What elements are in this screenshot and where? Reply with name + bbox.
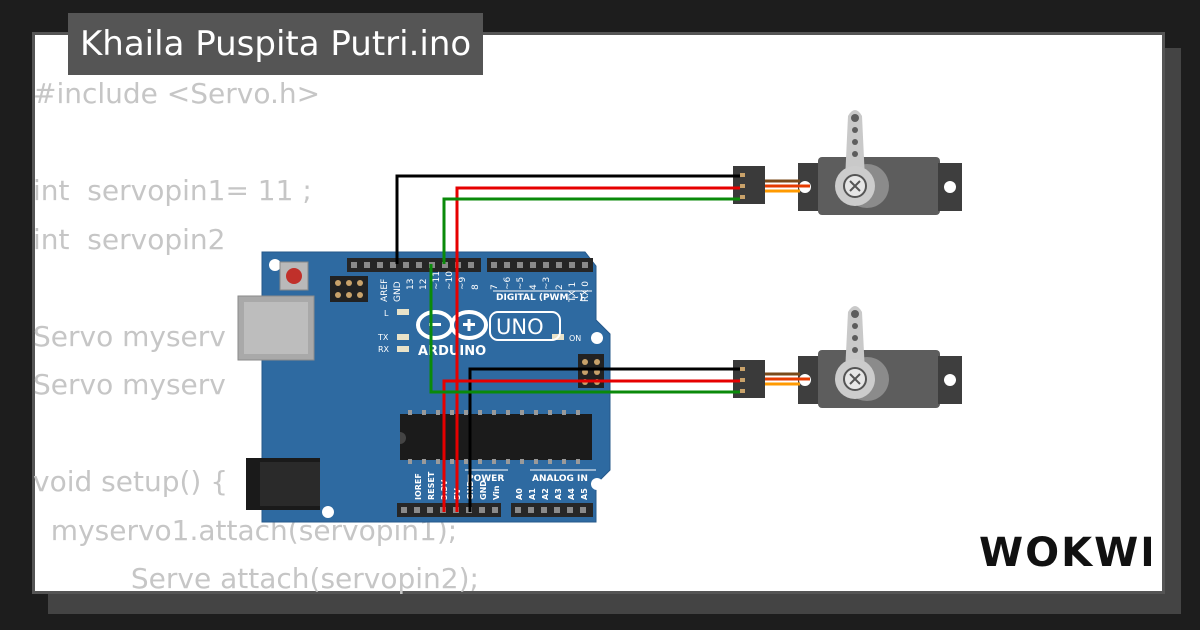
pin-label: ~11	[432, 271, 442, 290]
pin-label: 8	[471, 284, 481, 290]
analog-pin-labels: A0 A1 A2 A3 A4 A5	[515, 488, 589, 500]
pin-label: GND	[393, 281, 403, 302]
wire-gnd-servo1[interactable]	[395, 174, 740, 264]
wire-gnd-servo2[interactable]	[468, 367, 740, 512]
analog-header	[511, 503, 593, 517]
servo-motor-1[interactable]	[798, 110, 962, 215]
code-line: Serve attach(servopin2);	[33, 562, 479, 595]
arduino-logo-icon	[416, 310, 488, 340]
pin-label: 4	[529, 284, 539, 290]
brand-label: ARDUINO	[418, 344, 486, 359]
arduino-uno-board[interactable]: AREF GND 13 12 ~11 ~10 ~9 8 7 ~6 ~5 4 ~3…	[237, 251, 611, 523]
pin-label: A4	[567, 488, 576, 500]
pin-label: 7	[490, 284, 500, 290]
pin-label: ~3	[542, 277, 552, 290]
pin-label: RESET	[427, 471, 436, 500]
wokwi-logo: WOKWI	[979, 530, 1151, 576]
mounting-hole	[591, 478, 603, 490]
code-line: int servopin1= 11 ;	[33, 174, 312, 207]
pin-label: A1	[528, 488, 537, 500]
code-line: int servopin2	[33, 222, 226, 256]
led-l	[397, 309, 409, 315]
digital-header-right	[487, 258, 593, 272]
model-label: UNO	[496, 315, 544, 339]
led-tx	[397, 334, 409, 340]
mounting-hole	[322, 506, 334, 518]
pin-label: ~5	[516, 277, 526, 290]
pin-label: A2	[541, 488, 550, 500]
model-badge	[489, 311, 561, 341]
pin-label: 13	[406, 279, 416, 290]
code-line: #include <Servo.h>	[33, 77, 321, 110]
mounting-hole	[269, 259, 281, 271]
digital-header-left	[347, 258, 481, 272]
led-label-l: L	[384, 309, 389, 318]
pin-label: IOREF	[414, 473, 423, 500]
pin-label: TX 1	[568, 282, 578, 303]
microcontroller-chip	[400, 410, 592, 464]
pin-label: A0	[515, 488, 524, 500]
code-line: Servo myserv	[33, 368, 226, 401]
pin-label: ~6	[503, 276, 513, 290]
pin-label: Vin	[492, 485, 501, 500]
pin-label: A3	[554, 488, 563, 500]
pin-label: GND	[479, 480, 488, 500]
wokwi-logo-text: WOKWI	[979, 530, 1151, 576]
led-label-rx: RX	[378, 345, 390, 354]
pin-label: ~9	[458, 276, 468, 290]
power-header	[397, 503, 501, 517]
analog-label: ANALOG IN	[532, 474, 588, 484]
led-label-tx: TX	[377, 333, 389, 342]
pin-label: A5	[580, 488, 589, 500]
code-line: Servo myserv	[33, 319, 226, 353]
wire-5v-servo2[interactable]	[442, 379, 740, 512]
preview-card	[32, 32, 1165, 594]
icsp-header	[330, 276, 368, 302]
project-title: Khaila Puspita Putri.ino	[68, 13, 484, 75]
power-label: POWER	[467, 474, 504, 484]
wire-5v-servo1[interactable]	[455, 186, 740, 512]
pin-label: 12	[419, 279, 429, 290]
led-label-on: ON	[569, 334, 581, 343]
pin-label: AREF	[380, 279, 390, 302]
icsp-header-2	[578, 354, 604, 388]
led-rx	[397, 346, 409, 352]
wire-signal-servo1[interactable]	[442, 197, 740, 264]
code-line: void setup() {	[33, 465, 229, 498]
wires	[395, 174, 740, 512]
servo-motor-2[interactable]	[798, 306, 962, 408]
reset-button-cap[interactable]	[286, 268, 302, 284]
digital-label: DIGITAL (PWM ~)	[496, 293, 583, 303]
pin-label: ~10	[445, 271, 455, 290]
mounting-hole	[591, 332, 603, 344]
wire-signal-servo2[interactable]	[429, 264, 740, 394]
pin-label: 2	[555, 284, 565, 290]
